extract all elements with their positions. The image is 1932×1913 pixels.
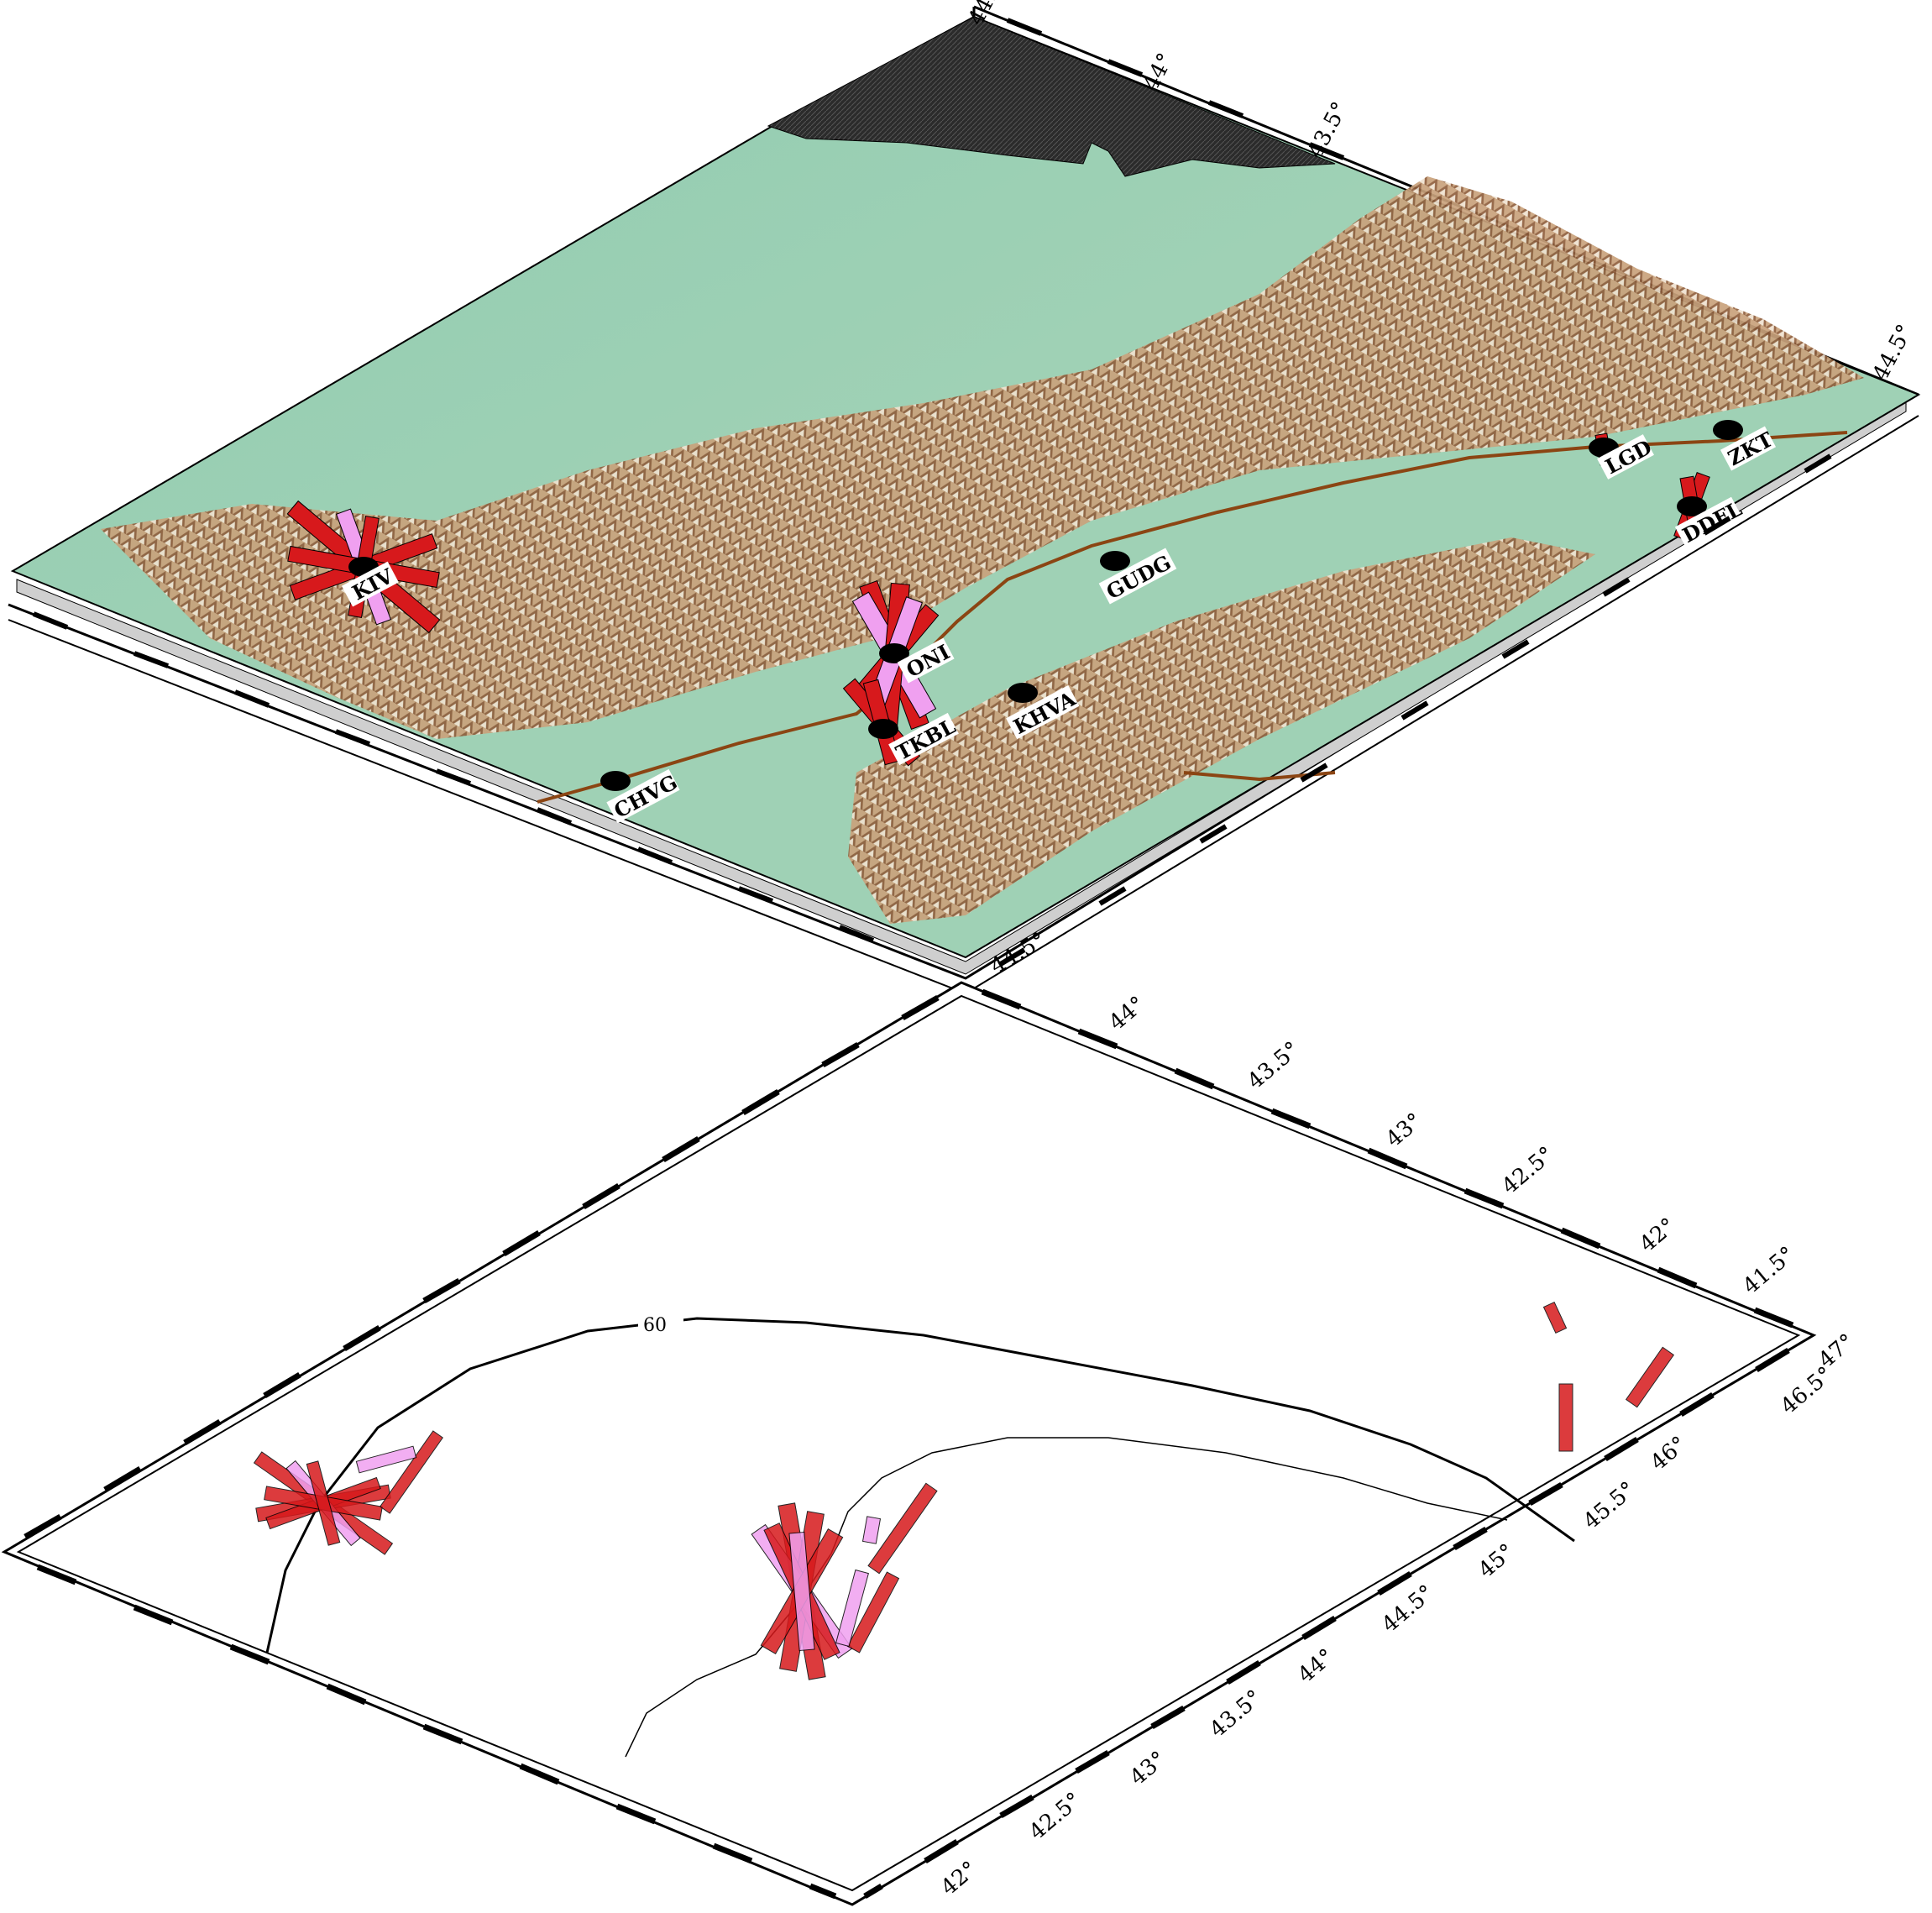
lat-tick-43: 43° [1381, 1108, 1427, 1153]
lon-tick-42: 42° [936, 1857, 982, 1901]
relief-side [16, 394, 1907, 975]
contour-label-60: 60 [643, 1315, 667, 1336]
flat-bars-west [253, 1451, 394, 1555]
main-fault-line [537, 431, 1848, 804]
black-sea [767, 16, 1336, 177]
mountains-greater-caucasus [101, 176, 1864, 739]
flat-bar-west-2 [355, 1445, 417, 1474]
lat-tick-44: 44° [1104, 992, 1150, 1036]
lon-tick-43-5: 43.5° [1205, 1685, 1267, 1743]
contour-60 [265, 1317, 1575, 1654]
top-lat-tick-2: 43.5° [1303, 98, 1353, 163]
top-right-corner-label: 44.5° [1868, 321, 1919, 385]
flat-bar-east-1 [1558, 1383, 1573, 1452]
lon-tick-46: 46° [1646, 1432, 1692, 1476]
flat-map-frame-inner [16, 994, 1801, 1892]
flat-bars-central [751, 1502, 853, 1680]
lat-tick-42: 42° [1635, 1213, 1681, 1258]
flat-bar-east-3 [1542, 1301, 1568, 1334]
lon-tick-43: 43° [1125, 1747, 1171, 1791]
lat-tick-41-5: 41.5° [1738, 1242, 1800, 1300]
lat-tick-42-5: 42.5° [1497, 1142, 1559, 1200]
flat-bar-east-2 [1625, 1346, 1675, 1408]
flat-bar-central-2 [846, 1571, 900, 1654]
flat-bar-central-1 [867, 1482, 938, 1575]
lat-tick-43-5: 43.5° [1243, 1037, 1305, 1095]
top-frame-ticks [32, 18, 1832, 967]
flat-bar-central-3 [835, 1569, 869, 1648]
flat-bar-central-4 [861, 1516, 882, 1544]
lon-tick-45-5: 45.5° [1579, 1477, 1641, 1535]
station-zkt: ZKT [1713, 420, 1777, 471]
lon-tick-45: 45° [1474, 1539, 1520, 1584]
mountains-lesser-caucasus [848, 537, 1595, 924]
flat-bar-west-1 [380, 1430, 443, 1514]
lon-tick-44: 44° [1293, 1644, 1339, 1689]
flat-map-panel: 60 [1, 981, 1860, 1906]
flat-frame-ticks [24, 988, 1794, 1900]
lon-tick-46-5: 46.5° [1776, 1362, 1838, 1420]
relief-panel: KIV ONI TKBL KHVA CHVG [8, 0, 1921, 995]
flat-map-frame [1, 981, 1817, 1906]
contour-inner [625, 1437, 1508, 1758]
flat-anisotropy-bars [253, 1301, 1675, 1680]
